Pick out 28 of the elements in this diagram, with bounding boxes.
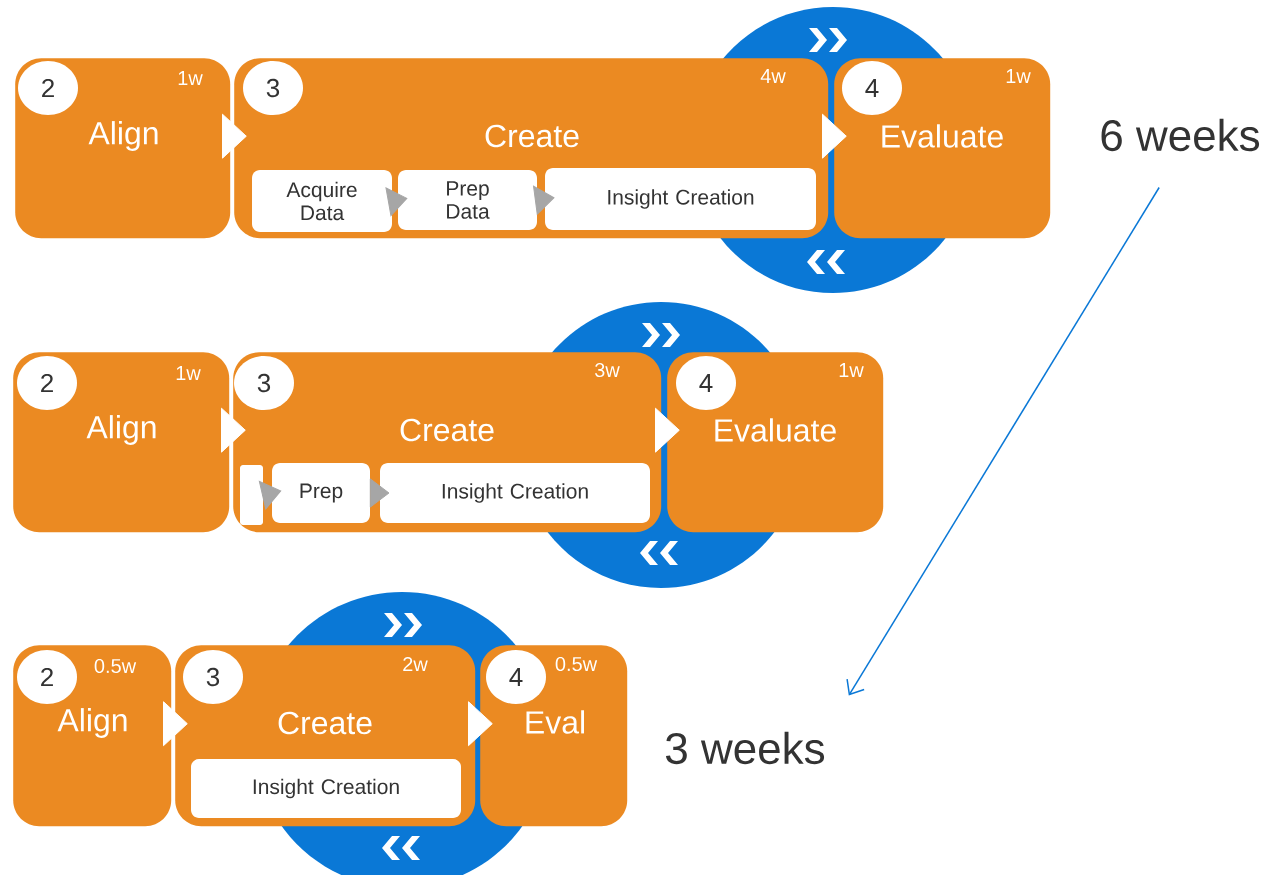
flow-arrow xyxy=(533,185,555,215)
task-box: Acquire Data xyxy=(252,170,392,232)
flow-arrow xyxy=(654,407,680,453)
step-number: 3 xyxy=(234,356,294,410)
task-box: Insight Creation xyxy=(545,168,816,230)
step-number: 2 xyxy=(17,356,77,410)
step-number: 4 xyxy=(486,650,546,704)
flow-arrow xyxy=(221,113,247,159)
duration-total: 6 weeks xyxy=(1101,118,1260,152)
flow-arrow xyxy=(369,478,390,508)
task-box: Insight Creation xyxy=(380,463,650,523)
flow-arrow xyxy=(821,113,847,159)
step-number: 3 xyxy=(183,650,243,704)
task-box: Prep Data xyxy=(398,170,537,230)
arrow xyxy=(846,186,1160,696)
step-number: 2 xyxy=(18,61,78,115)
task-box: Insight Creation xyxy=(191,759,461,818)
duration-total: 3 weeks xyxy=(666,731,825,765)
task-box xyxy=(240,465,263,525)
flow-arrow xyxy=(162,701,188,747)
step-number: 4 xyxy=(842,61,902,115)
step-number: 2 xyxy=(17,650,77,704)
flow-arrow xyxy=(385,187,408,217)
flow-arrow xyxy=(220,407,246,453)
step-number: 4 xyxy=(676,356,736,410)
task-box: Prep xyxy=(272,463,370,523)
flow-arrow xyxy=(467,701,493,747)
step-number: 3 xyxy=(243,61,303,115)
